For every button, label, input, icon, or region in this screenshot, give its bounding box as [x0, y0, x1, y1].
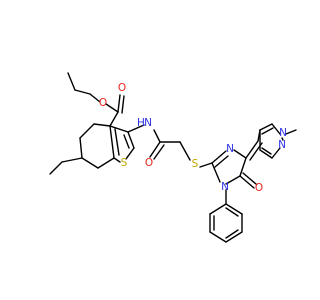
amide-c-o-a: [149, 141, 161, 158]
amide-c-o-b: [153, 144, 165, 160]
ring6-bond-3: [79, 137, 83, 159]
phenyl-bond-1: [209, 203, 227, 215]
atom-n-imidazole-phenyl: N: [221, 181, 229, 193]
atom-o-imidazolone: O: [255, 182, 263, 194]
molecule-structure-diagram: O O S N H O S N N O N N: [49, 72, 297, 243]
imid-c5-n1: [225, 175, 241, 185]
atom-n-imidazole-top: N: [226, 143, 234, 155]
nh-to-carbonyl: [153, 129, 161, 143]
pyrazole-bond-2: [271, 123, 281, 135]
thiophene-bond-1: [109, 125, 129, 133]
atom-n-amide: N: [144, 117, 152, 129]
molecule-svg: O O S N H O S N N O N N: [49, 72, 297, 243]
ring-ethyl-2: [49, 161, 63, 175]
imid-c5-o-b: [242, 172, 257, 185]
ester-c-o-double-b: [121, 95, 125, 114]
bond-network: [49, 72, 297, 243]
atom-labels: O O S N H O S N N O N N: [99, 82, 287, 194]
pyrazole-bond-4b: [261, 147, 272, 155]
thiophene-bond-3: [125, 147, 135, 160]
imid-c2-n-top-a: [211, 150, 227, 164]
phenyl-bond-6b: [225, 207, 239, 217]
imid-n1-c2: [211, 162, 221, 183]
imid-c4-c5: [239, 157, 247, 177]
atom-n-pyrazole-methyl: N: [279, 127, 287, 139]
ester-c-o: [105, 103, 119, 113]
ring-ethyl-1: [61, 157, 83, 163]
pyrazole-bond-1: [259, 123, 273, 131]
ring6-bond-6: [109, 125, 115, 159]
ring6-bond-6b: [114, 128, 120, 156]
ring6-bond-1: [93, 123, 111, 127]
ester-ethyl-ch2: [74, 89, 91, 95]
ring6-bond-2: [79, 123, 95, 139]
exo-double-a: [245, 140, 259, 159]
ester-o-ch2: [89, 93, 101, 103]
pyrazole-n-n: [281, 137, 284, 141]
atom-o-ester-ether: O: [99, 97, 107, 109]
imid-n-top-c4: [233, 149, 247, 159]
imid-c2-n-top-b: [214, 155, 229, 168]
thiophene-to-nh: [127, 124, 145, 133]
pyrazole-bond-4: [259, 149, 273, 159]
atom-s-thiophene: S: [121, 157, 128, 169]
ester-c-o-double-a: [117, 94, 121, 113]
phenyl-bond-4b: [225, 229, 239, 239]
phenyl-bond-6: [225, 203, 243, 215]
imid-c5-o-a: [239, 175, 255, 189]
phenyl-bond-4: [225, 231, 243, 243]
atom-s-thioether: S: [192, 158, 199, 170]
ester-c-ring: [109, 111, 119, 127]
ch2-to-s: [179, 141, 191, 161]
atom-o-amide: O: [145, 157, 153, 169]
thiophene-bond-4: [113, 157, 121, 163]
phenyl-bond-3: [209, 231, 227, 243]
atom-n-pyrazole-2: N: [278, 139, 286, 151]
pyrazole-n-methyl: [285, 129, 297, 135]
atom-o-ester-carbonyl: O: [118, 82, 126, 94]
ring6-bond-5: [97, 157, 115, 169]
pyrazole-bond-1b: [261, 127, 274, 135]
s-to-c2: [199, 162, 213, 168]
ester-ethyl-ch3: [67, 72, 76, 91]
ring6-bond-4: [81, 157, 99, 169]
pyrazole-bond-3: [271, 147, 281, 159]
thiophene-bond-2b: [123, 134, 130, 149]
thiophene-bond-2: [127, 131, 135, 149]
atom-h-amide: H: [137, 117, 145, 129]
